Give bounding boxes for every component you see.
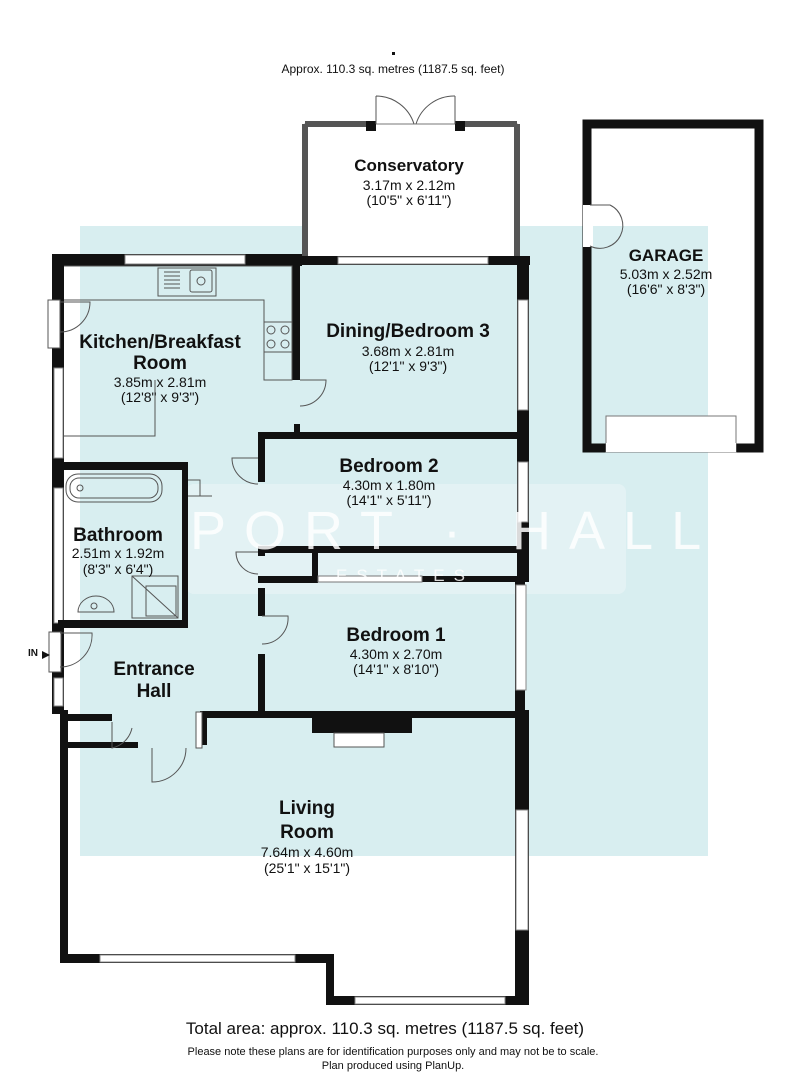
area-heading: Approx. 110.3 sq. metres (1187.5 sq. fee… [281,62,505,76]
disclaimer: Please note these plans are for identifi… [187,1046,599,1058]
internal-doors [111,379,327,783]
living-name-1: Living [279,798,335,819]
bedroom1-dim-ft: (14'1" x 8'10") [352,661,440,677]
entrance-name-2: Hall [136,681,172,702]
living-dim-ft: (25'1" x 15'1") [263,860,351,876]
hearth [333,732,385,748]
kitchen-dim-ft: (12'8" x 9'3") [120,389,200,405]
wardrobe [317,575,423,583]
windows [53,254,529,1005]
kitchen-side-door [47,299,91,349]
garage-dim-ft: (16'6" x 8'3") [626,281,706,297]
dining-name: Dining/Bedroom 3 [326,321,490,342]
bathroom-name: Bathroom [73,525,163,546]
top-dot [392,52,395,55]
bedroom2-dim-m: 4.30m x 1.80m [342,477,436,493]
kitchen-dim-m: 3.85m x 2.81m [113,374,207,390]
kitchen-name-1: Kitchen/Breakfast [79,332,241,353]
garage-dim-m: 5.03m x 2.52m [619,266,713,282]
entrance-door [48,631,93,673]
watermark-sub: ESTATES [336,566,474,585]
bedroom2-name: Bedroom 2 [339,456,439,477]
conservatory-name: Conservatory [354,156,464,175]
entry-label: IN [28,648,38,659]
plan-credit: Plan produced using PlanUp. [321,1060,465,1072]
bathroom-dim-ft: (8'3" x 6'4") [82,561,154,577]
entrance-name-1: Entrance [113,659,195,680]
watermark-brand: PORT · HALL [190,501,720,561]
watermark-band [186,484,626,594]
dining-dim-ft: (12'1" x 9'3") [368,358,448,374]
total-area: Total area: approx. 110.3 sq. metres (11… [185,1019,585,1038]
living-name-2: Room [280,822,334,843]
conservatory-walls [302,95,520,265]
bathroom-fixtures [65,473,179,619]
conservatory-dim-m: 3.17m x 2.12m [362,177,456,193]
bedroom1-name: Bedroom 1 [346,625,446,646]
bathroom-dim-m: 2.51m x 1.92m [71,545,165,561]
garage-walls [582,119,764,453]
bedroom1-dim-m: 4.30m x 2.70m [349,646,443,662]
entry-arrow-icon [42,651,50,659]
garage-name: GARAGE [628,246,704,265]
dining-dim-m: 3.68m x 2.81m [361,343,455,359]
bedroom2-dim-ft: (14'1" x 5'11") [346,492,432,508]
kitchen-name-2: Room [133,353,187,374]
internal-walls [58,256,529,748]
living-dim-m: 7.64m x 4.60m [260,844,354,860]
kitchen-units [64,265,293,437]
conservatory-dim-ft: (10'5" x 6'11") [366,192,452,208]
